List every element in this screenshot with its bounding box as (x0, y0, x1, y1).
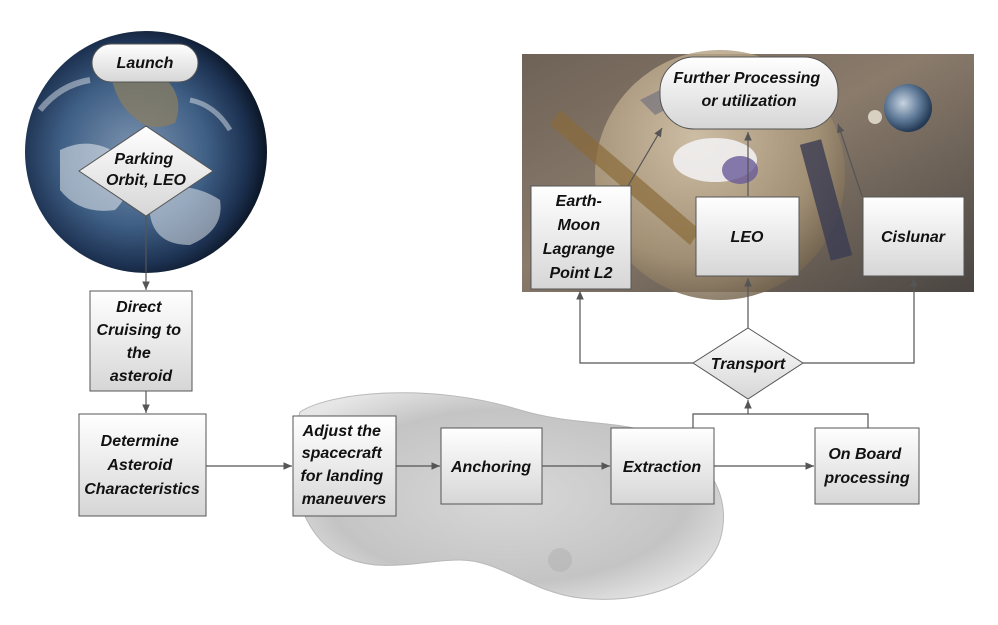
parking-orbit-label: Parking Orbit, LEO (106, 151, 187, 189)
launch-node: Launch (91, 43, 199, 83)
further-processing-label: Further Processing or utilization (673, 70, 824, 110)
transport-node: Transport (692, 327, 804, 400)
direct-cruising-label: Direct Cruising to the asteroid (97, 299, 186, 385)
cislunar-label: Cislunar (881, 229, 946, 246)
anchoring-label: Anchoring (450, 459, 531, 476)
transport-label: Transport (711, 356, 786, 373)
arrow-cislunar-to-further (837, 123, 863, 197)
on-board-processing-label: On Board processing (823, 446, 910, 487)
on-board-processing-node: On Board processing (814, 427, 920, 505)
direct-cruising-node: Direct Cruising to the asteroid (89, 290, 193, 392)
extraction-label: Extraction (623, 459, 701, 476)
arrow-transport-to-l2 (576, 291, 693, 364)
cislunar-node: Cislunar (862, 196, 965, 277)
connectors (142, 123, 918, 470)
leo-node: LEO (695, 196, 800, 277)
anchoring-node: Anchoring (440, 427, 543, 505)
extraction-node: Extraction (610, 427, 715, 505)
earth-moon-l2-node: Earth- Moon Lagrange Point L2 (530, 185, 632, 290)
leo-label: LEO (731, 229, 764, 246)
adjust-spacecraft-label: Adjust the spacecraft for landing maneuv… (300, 423, 387, 508)
arrow-extraction-to-transport (692, 400, 752, 428)
earth-moon-l2-label: Earth- Moon Lagrange Point L2 (543, 193, 619, 282)
determine-characteristics-label: Determine Asteroid Characteristics (84, 433, 200, 498)
arrow-transport-to-cislunar (803, 278, 918, 364)
parking-orbit-node: Parking Orbit, LEO (78, 125, 214, 217)
determine-characteristics-node: Determine Asteroid Characteristics (78, 413, 207, 517)
arrow-l2-to-further (627, 127, 663, 187)
line-onboard-to-transport (748, 413, 869, 428)
adjust-spacecraft-node: Adjust the spacecraft for landing maneuv… (292, 415, 397, 517)
launch-label: Launch (117, 55, 174, 72)
further-processing-node: Further Processing or utilization (659, 56, 839, 130)
